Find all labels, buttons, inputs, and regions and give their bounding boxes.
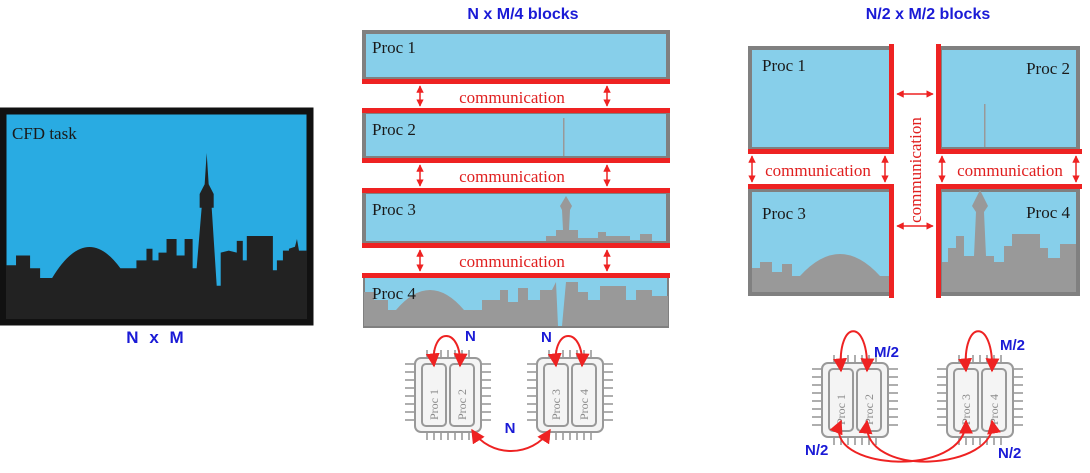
block-proc-3: Proc 3	[748, 188, 893, 296]
strip-proc-1-label: Proc 1	[372, 38, 416, 57]
chip-left-a-proc-2: Proc 2	[455, 389, 469, 420]
chip-left-a: Proc 1 Proc 2	[404, 349, 492, 441]
chip-right-b: Proc 3 Proc 4	[936, 354, 1024, 446]
block-proc-2-label: Proc 2	[1026, 59, 1070, 78]
block-proc-3-label: Proc 3	[762, 204, 806, 223]
chip-right-between-left-label: N/2	[805, 442, 828, 459]
strip-proc-4-label: Proc 4	[372, 284, 416, 303]
chip-left-between-label: N	[505, 420, 516, 437]
strip-comm-label-3: communication	[459, 252, 565, 271]
size-x: x	[149, 328, 159, 347]
chip-left-a-edge-label: N	[465, 328, 476, 345]
chip-right-a-proc-1: Proc 1	[834, 394, 848, 425]
block-proc-1: Proc 1	[748, 46, 893, 151]
block-comm-arrows	[748, 90, 1080, 230]
block-proc-4: Proc 4	[938, 188, 1080, 296]
strip-proc-3: Proc 3	[362, 190, 670, 245]
chip-right-b-proc-4: Proc 4	[987, 394, 1001, 425]
strip-comm-label-1: communication	[459, 88, 565, 107]
chip-left-b-edge-label: N	[541, 329, 552, 346]
block-proc-4-label: Proc 4	[1026, 203, 1070, 222]
chip-left-b-proc-3: Proc 3	[549, 389, 563, 420]
chip-right-b-proc-3: Proc 3	[959, 394, 973, 425]
block-proc-1-label: Proc 1	[762, 56, 806, 75]
right-decomp-title: N/2 x M/2 blocks	[866, 6, 991, 23]
strip-proc-3-label: Proc 3	[372, 200, 416, 219]
strip-proc-1: Proc 1	[362, 30, 670, 81]
strip-proc-4: Proc 4	[363, 276, 669, 328]
strip-proc-2: Proc 2	[362, 110, 670, 160]
block-comm-label-right: communication	[957, 161, 1063, 180]
chip-left-arrows	[425, 335, 590, 452]
chip-right-a: Proc 1 Proc 2	[811, 354, 899, 446]
whole-size-label: N x M	[126, 328, 183, 347]
whole-domain: CFD task	[0, 107, 314, 326]
task-label: CFD task	[12, 124, 77, 143]
strip-proc-2-label: Proc 2	[372, 120, 416, 139]
strip-borders	[362, 79, 670, 278]
size-n: N	[126, 328, 138, 347]
chip-right-b-edge-label: M/2	[1000, 337, 1025, 354]
chip-left-b-proc-4: Proc 4	[577, 389, 591, 420]
chip-right-arrows	[829, 330, 1001, 463]
block-comm-label-left: communication	[765, 161, 871, 180]
chip-left-a-proc-1: Proc 1	[427, 389, 441, 420]
chip-right-between-right-label: N/2	[998, 445, 1021, 462]
block-proc-2: Proc 2	[938, 46, 1080, 151]
strip-comm-label-2: communication	[459, 167, 565, 186]
strip-comm-arrows	[416, 85, 611, 272]
chip-left-b: Proc 3 Proc 4	[526, 349, 614, 441]
block-borders	[748, 44, 1082, 298]
chip-right-a-edge-label: M/2	[874, 344, 899, 361]
block-comm-label-vertical: communication	[906, 117, 925, 223]
left-decomp-title: N x M/4 blocks	[467, 6, 578, 23]
chip-right-a-proc-2: Proc 2	[862, 394, 876, 425]
size-m: M	[170, 328, 184, 347]
